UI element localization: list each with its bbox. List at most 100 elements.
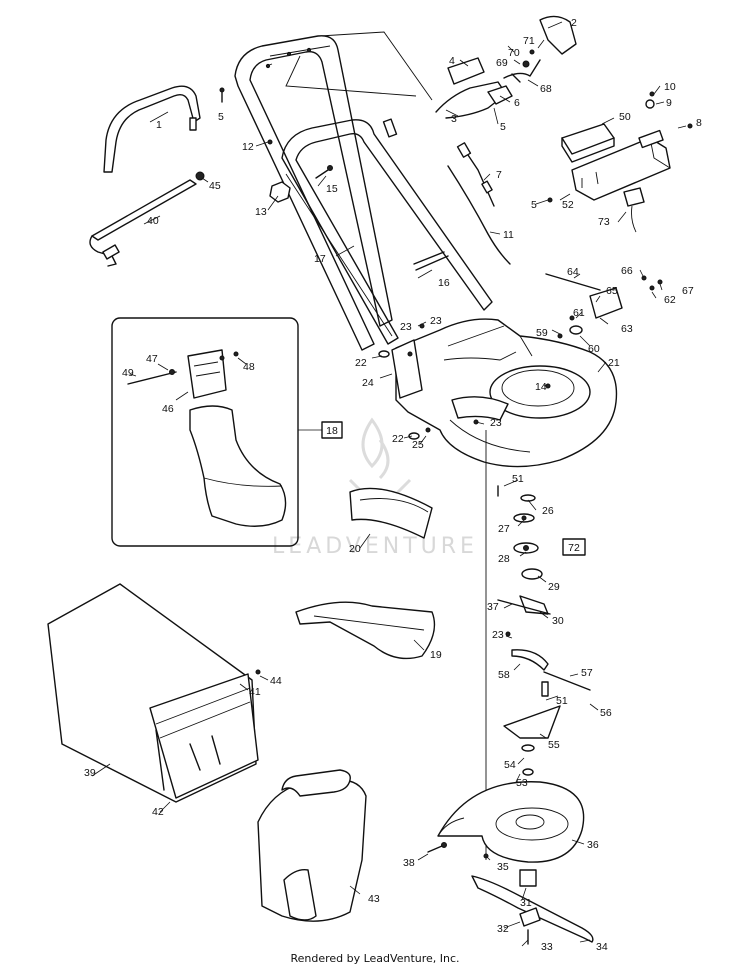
part-20-mulch-plug bbox=[349, 487, 433, 539]
callout: 66 bbox=[621, 265, 633, 277]
callout: 62 bbox=[664, 294, 676, 306]
callout: 32 bbox=[497, 923, 509, 935]
callout: 71 bbox=[523, 35, 535, 47]
part-73-charger bbox=[623, 187, 645, 233]
callout: 51 bbox=[556, 695, 568, 707]
handle-cable-bundle bbox=[285, 31, 433, 101]
assembly-box-72-label: 72 bbox=[568, 542, 580, 554]
callout: 2 bbox=[571, 17, 577, 29]
callout: 60 bbox=[588, 343, 600, 355]
height-adjuster bbox=[545, 273, 663, 339]
part-22b-washer bbox=[408, 432, 420, 440]
callout: 3 bbox=[451, 113, 457, 125]
callout-labels: 1 2 3 4 5 5 5 6 7 8 9 10 11 12 13 14 15 … bbox=[84, 17, 702, 953]
callout: 59 bbox=[536, 327, 548, 339]
callout: 7 bbox=[496, 169, 502, 181]
part-39-grass-bag bbox=[47, 583, 261, 803]
callout: 65 bbox=[606, 285, 618, 297]
callout: 58 bbox=[498, 669, 510, 681]
upper-handle bbox=[234, 35, 398, 351]
callout: 70 bbox=[508, 47, 520, 59]
part-21-deck bbox=[395, 318, 618, 468]
part-9-10-knob bbox=[645, 91, 655, 109]
part-50-battery-pack bbox=[561, 123, 615, 163]
callout: 9 bbox=[666, 97, 672, 109]
callout: 67 bbox=[682, 285, 694, 297]
callout: 27 bbox=[498, 523, 510, 535]
callout: 30 bbox=[552, 615, 564, 627]
callout: 23 bbox=[490, 417, 502, 429]
callout: 26 bbox=[542, 505, 554, 517]
callout: 55 bbox=[548, 739, 560, 751]
part-1-bail bbox=[103, 85, 201, 173]
callout: 48 bbox=[243, 361, 255, 373]
callout: 46 bbox=[162, 403, 174, 415]
callout: 24 bbox=[362, 377, 374, 389]
callout: 49 bbox=[122, 367, 134, 379]
footer-credit: Rendered by LeadVenture, Inc. bbox=[290, 952, 460, 965]
callout: 64 bbox=[567, 266, 579, 278]
part-15-bolt bbox=[315, 165, 333, 179]
part-11-cable bbox=[447, 165, 511, 265]
inset-box-18: 18 bbox=[111, 317, 343, 547]
part-36-baffle bbox=[437, 781, 585, 863]
callout: 52 bbox=[562, 199, 574, 211]
callout: 31 bbox=[520, 897, 532, 909]
callout: 63 bbox=[621, 323, 633, 335]
callout: 21 bbox=[608, 357, 620, 369]
callout: 34 bbox=[596, 941, 608, 953]
callout: 35 bbox=[497, 861, 509, 873]
callout: 51 bbox=[512, 473, 524, 485]
part-43-catcher bbox=[257, 769, 367, 922]
control-housing bbox=[435, 15, 577, 119]
callout: 61 bbox=[573, 307, 585, 319]
callout: 69 bbox=[496, 57, 508, 69]
callout: 73 bbox=[598, 216, 610, 228]
callout: 4 bbox=[449, 55, 455, 67]
callout: 45 bbox=[209, 180, 221, 192]
callout: 44 bbox=[270, 675, 282, 687]
callout: 53 bbox=[516, 777, 528, 789]
inset-box-18-label: 18 bbox=[326, 425, 338, 437]
callout: 13 bbox=[255, 206, 267, 218]
callout: 40 bbox=[147, 215, 159, 227]
callout: 12 bbox=[242, 141, 254, 153]
watermark-text: LEADVENTURE bbox=[272, 534, 478, 559]
callout: 25 bbox=[412, 439, 424, 451]
lower-handle bbox=[281, 119, 493, 345]
callout: 41 bbox=[249, 686, 261, 698]
callout: 42 bbox=[152, 806, 164, 818]
callout: 14 bbox=[535, 381, 547, 393]
part-19-side-chute bbox=[295, 601, 436, 660]
callout: 68 bbox=[540, 83, 552, 95]
part-16-cable-ties bbox=[413, 251, 449, 271]
callout: 5 bbox=[531, 199, 537, 211]
callout: 36 bbox=[587, 839, 599, 851]
callout: 33 bbox=[541, 941, 553, 953]
callout: 43 bbox=[368, 893, 380, 905]
callout: 47 bbox=[146, 353, 158, 365]
callout: 23 bbox=[430, 315, 442, 327]
callout: 1 bbox=[156, 119, 162, 131]
callout: 57 bbox=[581, 667, 593, 679]
callout: 29 bbox=[548, 581, 560, 593]
callout: 6 bbox=[514, 97, 520, 109]
callout: 11 bbox=[503, 229, 514, 241]
part-5-screw-left bbox=[219, 87, 225, 103]
callout: 16 bbox=[438, 277, 450, 289]
part-22-washer bbox=[378, 350, 390, 358]
part-38-bolt bbox=[427, 842, 447, 853]
callout: 22 bbox=[392, 433, 404, 445]
callout: 23 bbox=[492, 629, 504, 641]
callout: 8 bbox=[696, 117, 702, 129]
deck-bracket bbox=[391, 339, 423, 399]
callout: 50 bbox=[619, 111, 631, 123]
part-52-battery bbox=[571, 129, 671, 201]
part-7-cable bbox=[456, 142, 495, 207]
motor-stack bbox=[497, 485, 591, 776]
callout: 54 bbox=[504, 759, 516, 771]
callout: 37 bbox=[487, 601, 499, 613]
misc-screws bbox=[219, 123, 693, 859]
callout: 10 bbox=[664, 81, 676, 93]
part-12-bolt bbox=[267, 139, 273, 145]
